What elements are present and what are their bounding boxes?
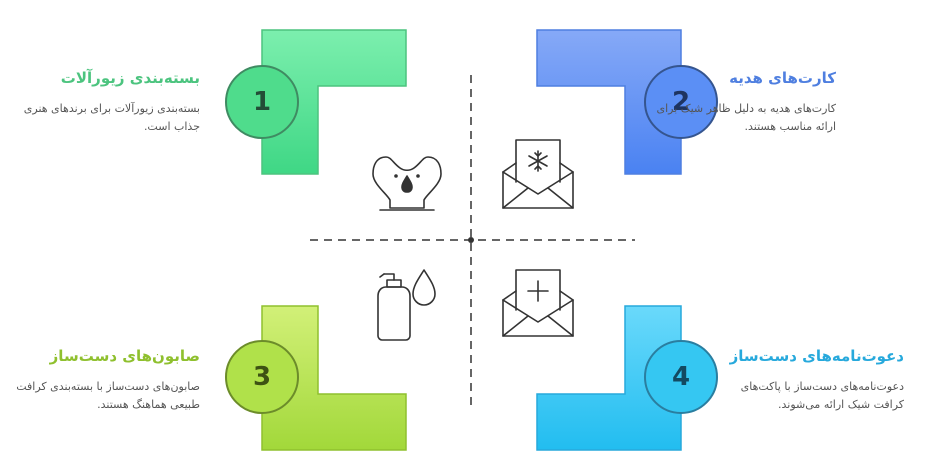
quadrant-1-badge bbox=[225, 65, 299, 139]
quadrant-3-number: 3 bbox=[253, 362, 271, 392]
center-dot bbox=[468, 237, 474, 243]
quadrant-4-badge bbox=[644, 340, 718, 414]
quadrant-3-label: صابون‌های دست‌ساز صابون‌های دست‌ساز با ب… bbox=[10, 346, 200, 414]
quadrant-1-description: بسته‌بندی زیورآلات برای برندهای هنری جذا… bbox=[23, 102, 200, 133]
quadrant-4-label: دعوت‌نامه‌های دست‌ساز دعوت‌نامه‌های دست‌… bbox=[714, 346, 904, 414]
quadrant-2-label: کارت‌های هدیه کارت‌های هدیه به دلیل ظاهر… bbox=[646, 68, 836, 136]
quadrant-3-badge bbox=[225, 340, 299, 414]
quadrant-2-shape bbox=[536, 29, 682, 175]
jewelry-display-icon bbox=[372, 156, 442, 211]
soap-dispenser-icon bbox=[377, 269, 436, 341]
quadrant-4-number: 4 bbox=[672, 362, 690, 392]
quadrant-2-description: کارت‌های هدیه به دلیل ظاهر شیک برای ارائ… bbox=[656, 102, 836, 133]
quadrant-4-shape bbox=[536, 305, 682, 451]
quadrant-2-badge bbox=[644, 65, 718, 139]
quadrant-3-shape bbox=[261, 305, 407, 451]
quadrant-1-title: بسته‌بندی زیورآلات bbox=[60, 69, 200, 87]
quadrant-3-description: صابون‌های دست‌ساز با بسته‌بندی کرافت طبی… bbox=[16, 380, 200, 411]
quadrant-2-title: کارت‌های هدیه bbox=[729, 69, 836, 87]
quadrant-1-number: 1 bbox=[253, 87, 271, 117]
quadrant-4-title: دعوت‌نامه‌های دست‌ساز bbox=[729, 347, 904, 365]
quadrant-2-number: 2 bbox=[672, 87, 690, 117]
envelope-plus-icon bbox=[502, 269, 574, 337]
quadrant-1-label: بسته‌بندی زیورآلات بسته‌بندی زیورآلات بر… bbox=[10, 68, 200, 136]
envelope-snowflake-icon bbox=[502, 139, 574, 209]
quadrant-3-title: صابون‌های دست‌ساز bbox=[49, 347, 200, 365]
quadrant-1-shape bbox=[261, 29, 407, 175]
quadrant-4-description: دعوت‌نامه‌های دست‌ساز با پاکت‌های کرافت … bbox=[740, 380, 904, 411]
